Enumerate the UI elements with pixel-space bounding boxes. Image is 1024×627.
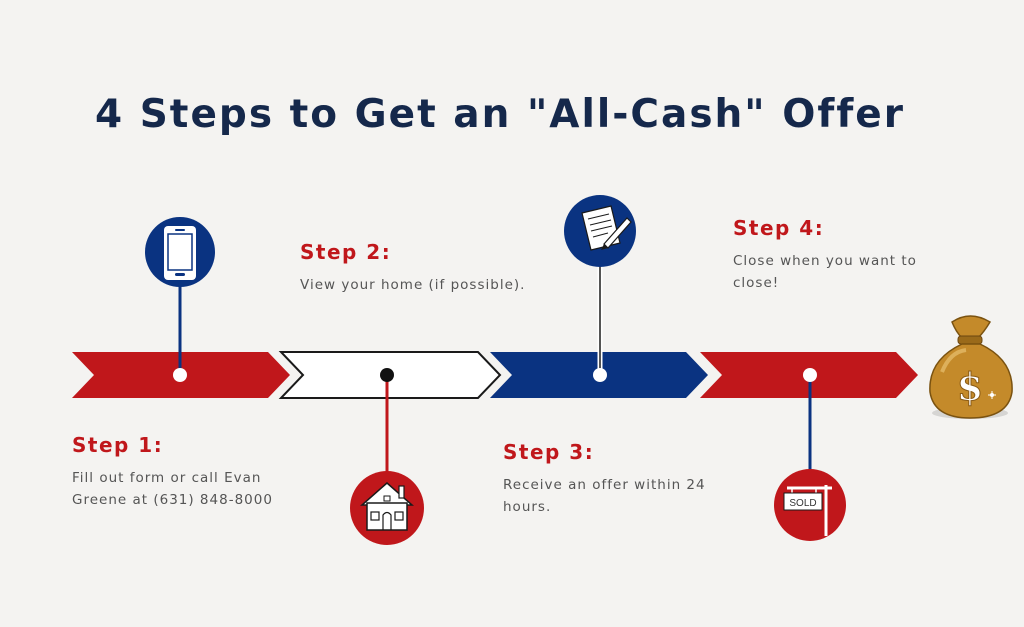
- house-icon: [350, 471, 424, 545]
- step-3-label: Step 3:: [503, 440, 595, 464]
- step-1-text: Fill out form or call Evan Greene at (63…: [72, 470, 273, 508]
- step-1-label: Step 1:: [72, 433, 164, 457]
- sold-sign-icon: SOLD: [774, 469, 846, 541]
- dot-step-4: [803, 368, 817, 382]
- document-icon: [564, 195, 636, 267]
- money-bag-icon: $: [929, 315, 1013, 419]
- sold-sign-text: SOLD: [789, 498, 816, 509]
- dot-step-3: [593, 368, 607, 382]
- phone-icon: [145, 217, 215, 287]
- dot-step-1: [173, 368, 187, 382]
- svg-text:$: $: [957, 364, 983, 409]
- page-title: 4 Steps to Get an "All-Cash" Offer: [95, 92, 905, 137]
- step-3-block: Step 3: Receive an offer within 24 hours…: [503, 440, 718, 518]
- step-3-text: Receive an offer within 24 hours.: [503, 477, 706, 515]
- step-4-block: Step 4: Close when you want to close!: [733, 216, 933, 294]
- step-4-text: Close when you want to close!: [733, 253, 917, 291]
- step-2-text: View your home (if possible).: [300, 277, 526, 293]
- step-1-block: Step 1: Fill out form or call Evan Green…: [72, 433, 302, 511]
- step-2-block: Step 2: View your home (if possible).: [300, 240, 560, 296]
- dot-step-2: [380, 368, 394, 382]
- step-4-label: Step 4:: [733, 216, 825, 240]
- step-2-label: Step 2:: [300, 240, 392, 264]
